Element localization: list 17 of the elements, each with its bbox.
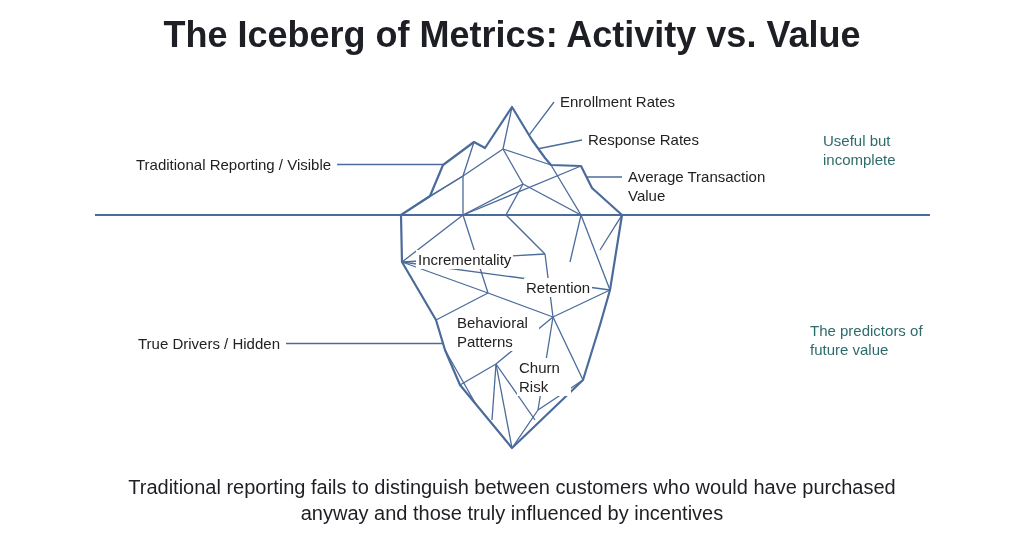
- metric-label: Retention: [524, 278, 593, 297]
- callout-label: Response Rates: [588, 130, 699, 149]
- callout-label: Traditional Reporting / Visible: [136, 155, 332, 174]
- metric-label: Incrementality: [416, 250, 514, 269]
- note-text: The predictors of future value: [810, 321, 924, 359]
- leader-line: [537, 139, 583, 150]
- callout-label: Enrollment Rates: [560, 92, 676, 111]
- title: The Iceberg of Metrics: Activity vs. Value: [162, 14, 862, 56]
- leader-line: [585, 176, 623, 178]
- leader-line: [528, 101, 555, 136]
- note-text: Useful but incomplete: [823, 131, 897, 169]
- callout-label: True Drivers / Hidden: [138, 334, 280, 353]
- leader-line: [336, 163, 445, 166]
- metric-label: Churn Risk: [517, 358, 571, 396]
- leader-line: [285, 342, 444, 345]
- callout-label: Average Transaction Value: [628, 167, 793, 205]
- caption: Traditional reporting fails to distinguish between customers who would have purchased anyway and those truly influenced by incentives: [127, 475, 897, 526]
